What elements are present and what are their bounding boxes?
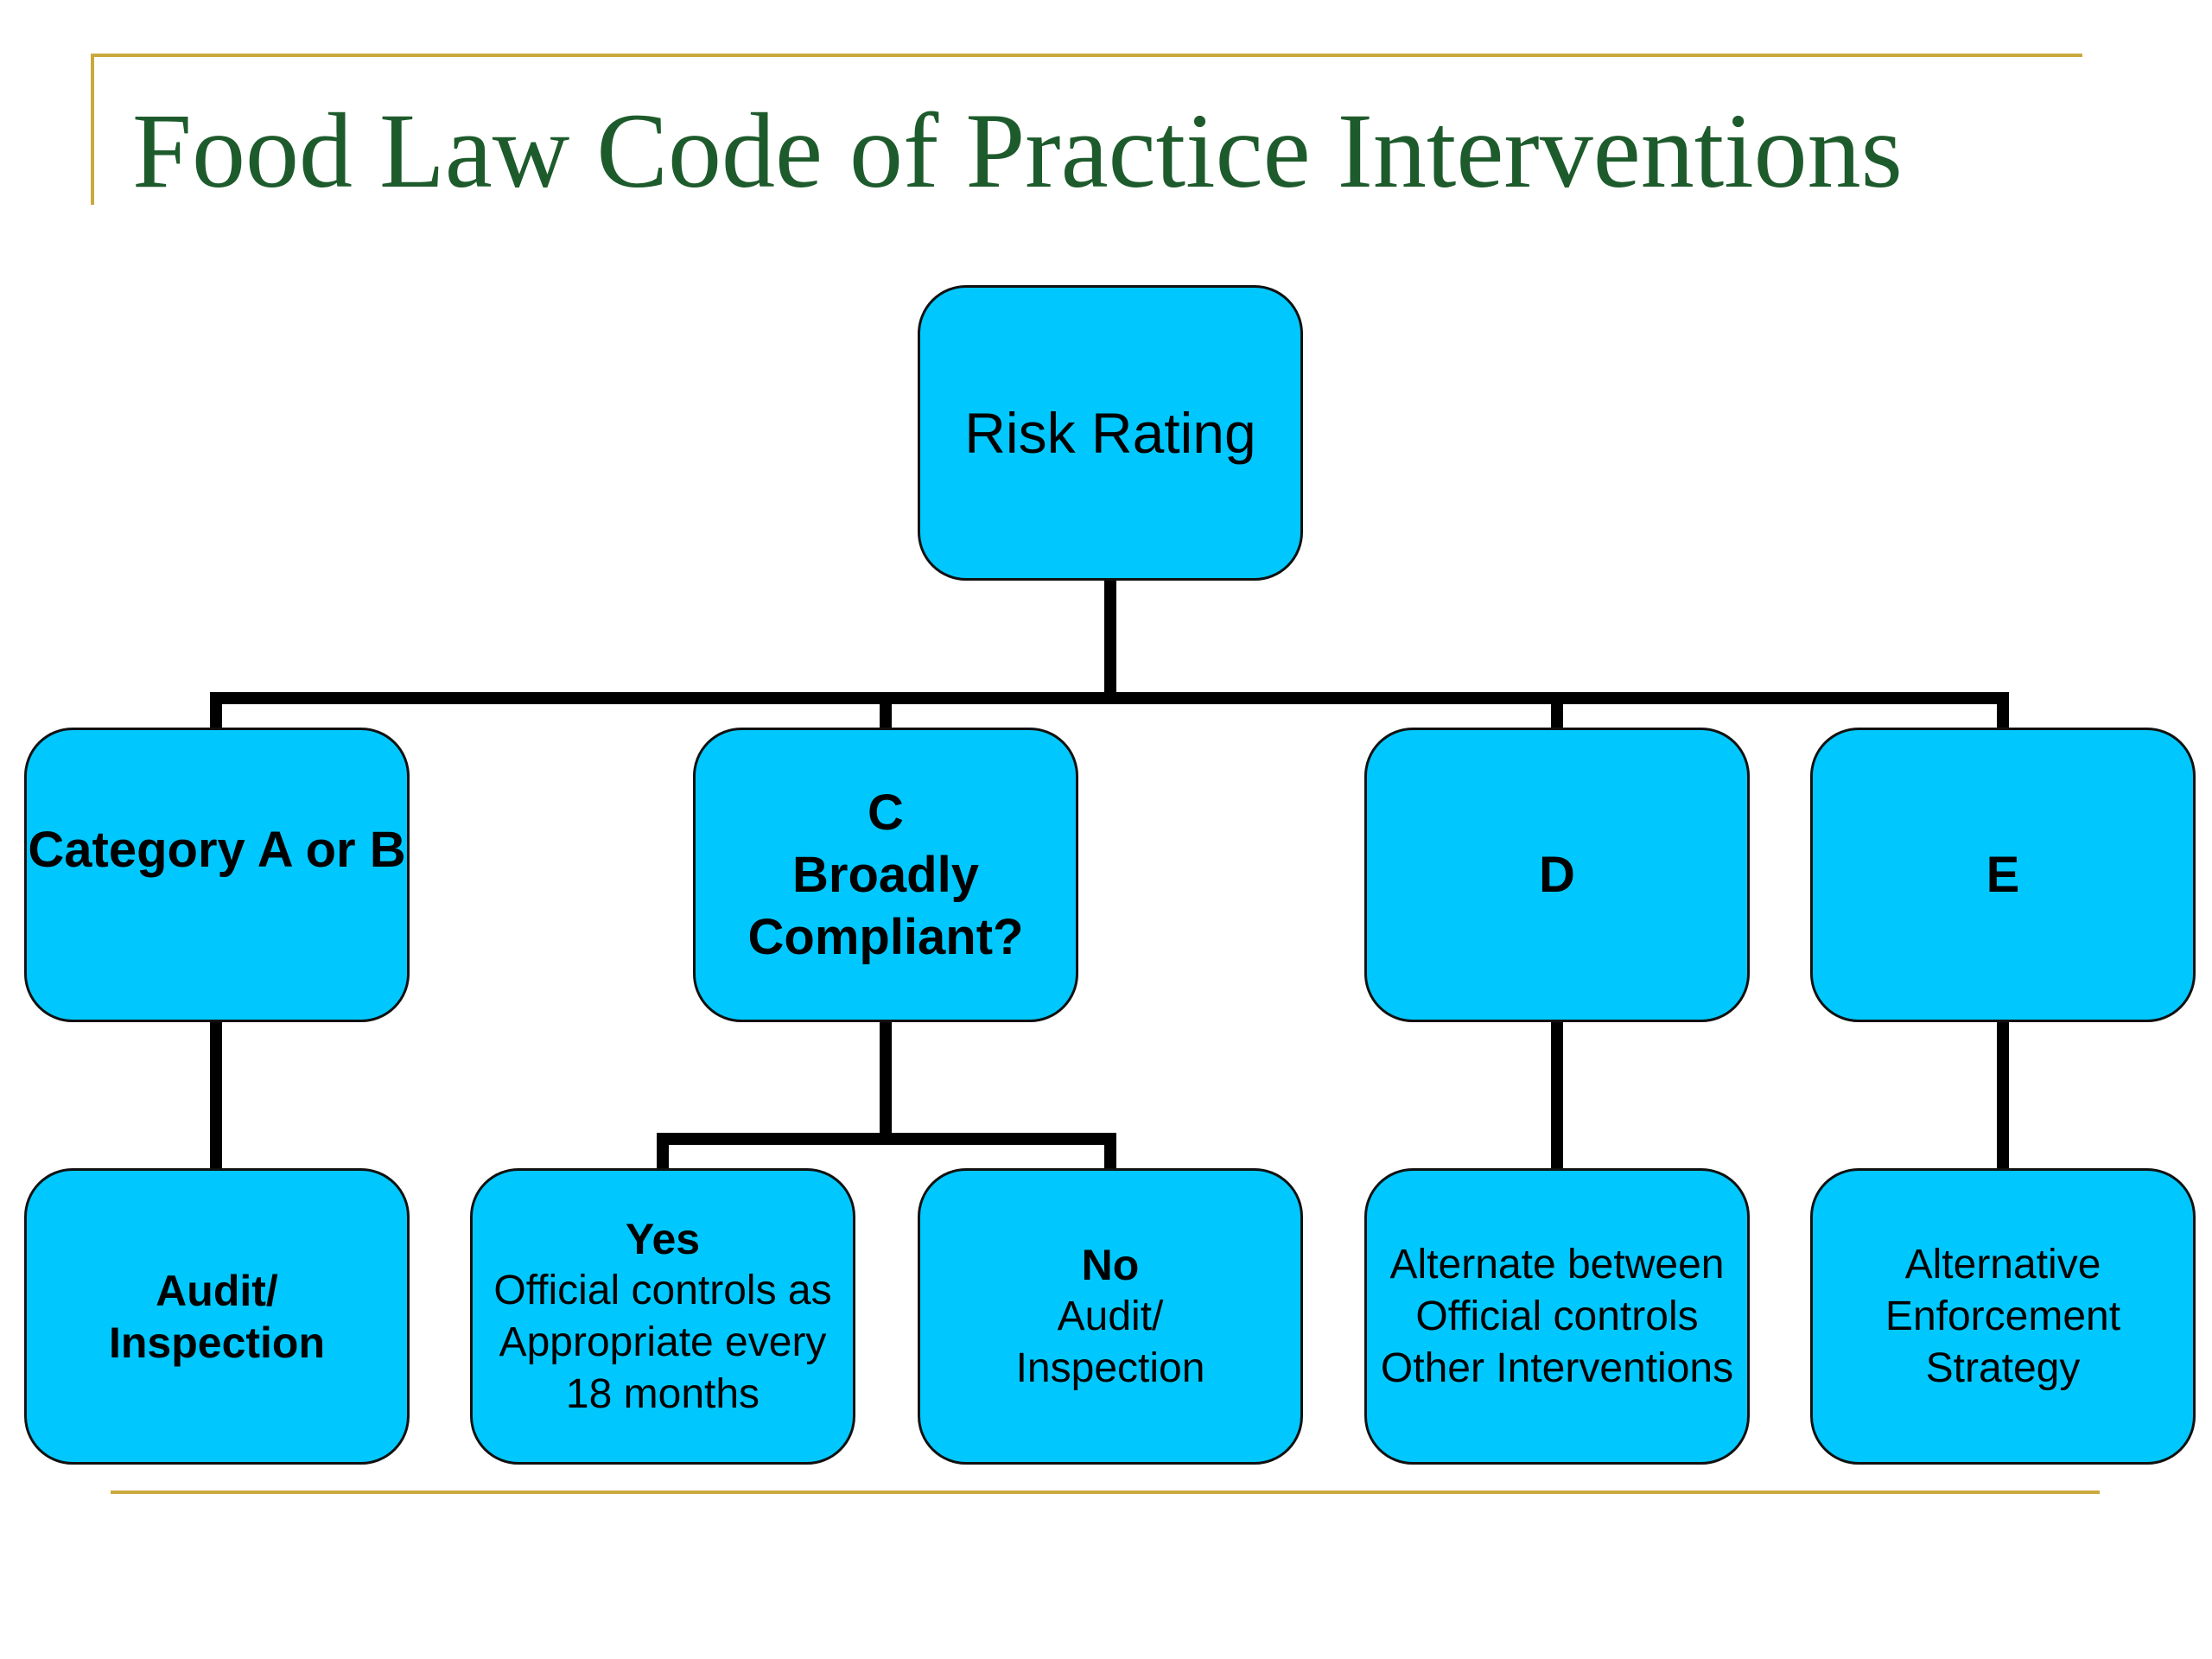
node-category-c: C Broadly Compliant? xyxy=(693,728,1078,1022)
node-c-no: No Audit/ Inspection xyxy=(918,1168,1303,1465)
node-category-ab: Category A or B xyxy=(24,728,410,1022)
node-d-result: Alternate between Official controls Othe… xyxy=(1364,1168,1750,1465)
node-e-result-line2: Enforcement xyxy=(1885,1293,2121,1339)
node-d-result-line1: Alternate between xyxy=(1389,1241,1725,1287)
node-e-result-line3: Strategy xyxy=(1925,1344,2081,1391)
title-rule-left xyxy=(91,54,94,205)
node-c-no-line2: Inspection xyxy=(1015,1344,1205,1391)
node-risk-rating-label: Risk Rating xyxy=(964,401,1256,465)
title-rule-top xyxy=(91,54,2082,57)
page-title: Food Law Code of Practice Interventions xyxy=(132,92,1903,210)
node-category-c-line1: C xyxy=(868,784,904,841)
node-category-c-line3: Compliant? xyxy=(747,908,1024,965)
node-c-yes-heading: Yes xyxy=(625,1214,701,1263)
node-risk-rating: Risk Rating xyxy=(918,285,1303,581)
node-c-no-heading: No xyxy=(1081,1240,1140,1289)
node-e-result: Alternative Enforcement Strategy xyxy=(1810,1168,2196,1465)
node-d-result-line2: Official controls xyxy=(1415,1293,1699,1339)
node-ab-result: Audit/ Inspection xyxy=(24,1168,410,1465)
node-c-yes-line1: Official controls as xyxy=(493,1267,832,1313)
node-category-e-label: E xyxy=(1986,846,2020,903)
node-category-c-line2: Broadly xyxy=(792,846,979,903)
node-c-yes-line2: Appropriate every xyxy=(499,1319,827,1365)
node-category-e: E xyxy=(1810,728,2196,1022)
node-d-result-line3: Other Interventions xyxy=(1380,1344,1734,1391)
node-ab-result-line1: Audit/ xyxy=(156,1266,278,1315)
node-c-yes: Yes Official controls as Appropriate eve… xyxy=(470,1168,855,1465)
node-category-d-label: D xyxy=(1539,846,1575,903)
node-c-no-line1: Audit/ xyxy=(1057,1293,1164,1339)
node-e-result-line1: Alternative xyxy=(1904,1241,2101,1287)
node-category-d: D xyxy=(1364,728,1750,1022)
footer-rule xyxy=(111,1491,2100,1494)
node-ab-result-line2: Inspection xyxy=(108,1318,326,1367)
node-c-yes-line3: 18 months xyxy=(565,1370,760,1417)
node-category-ab-label: Category A or B xyxy=(28,822,406,878)
